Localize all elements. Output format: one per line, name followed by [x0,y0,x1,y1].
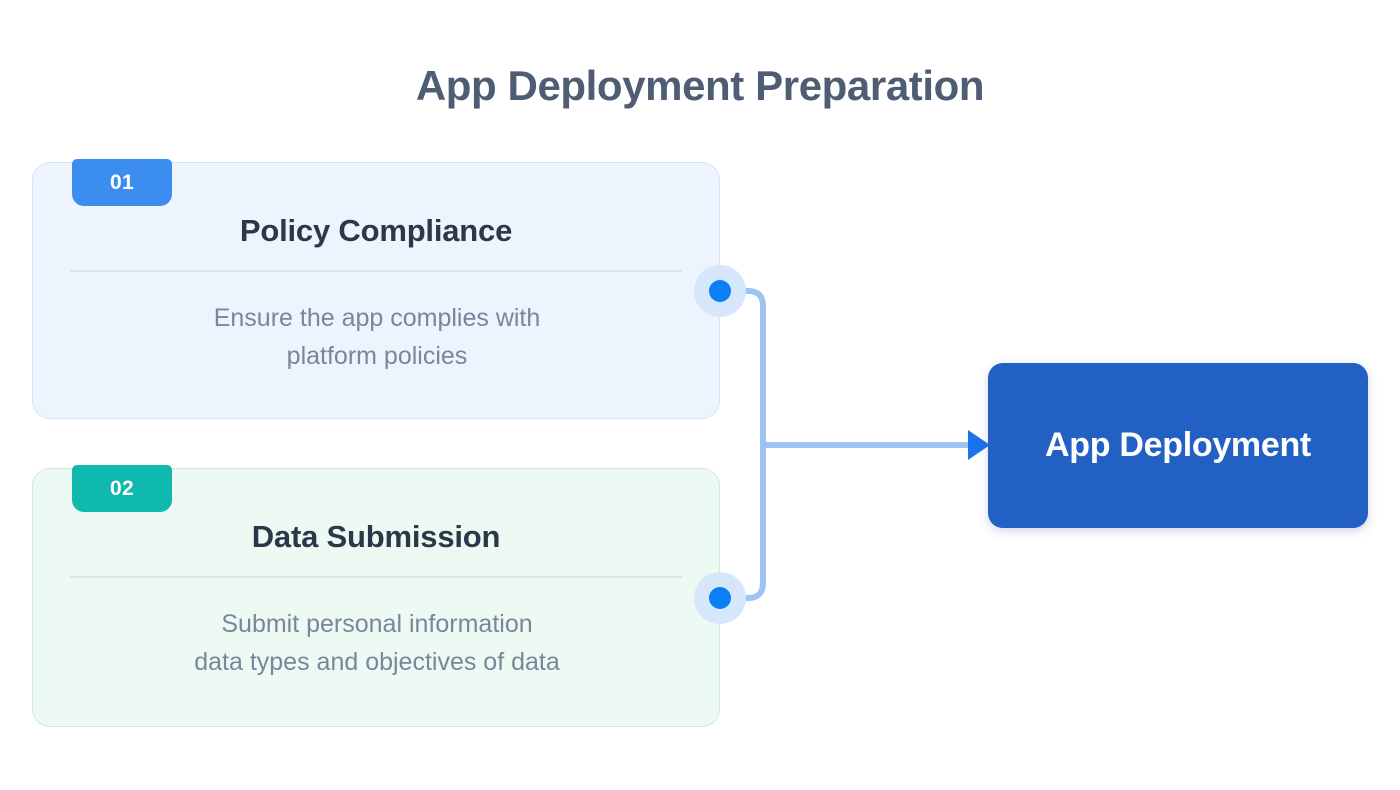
step-card-body-line-1: Submit personal information [221,610,533,638]
step-card-body-line-2: platform policies [286,342,468,370]
step-card-body: Submit personal information data types a… [53,605,701,681]
step-number-badge: 01 [72,159,172,206]
step-card-body-line-1: Ensure the app complies with [213,304,541,332]
step-card-title: Policy Compliance [239,213,513,248]
card-divider [70,270,682,272]
connector-bracket-path [717,288,766,601]
step-card-title: Data Submission [251,519,501,554]
step-card-data-submission[interactable]: 02 Data Submission Submit personal infor… [32,465,720,727]
step-card-policy-compliance[interactable]: 01 Policy Compliance Ensure the app comp… [32,159,720,419]
card-divider [70,576,682,578]
step-card-body: Ensure the app complies with platform po… [53,299,701,375]
step-number-badge: 02 [72,465,172,512]
target-node-label: App Deployment [1045,426,1311,464]
step-card-body-line-2: data types and objectives of data [194,648,560,676]
arrowhead-icon [968,430,990,460]
page-title: App Deployment Preparation [415,62,985,109]
target-node-app-deployment[interactable]: App Deployment [988,363,1368,528]
